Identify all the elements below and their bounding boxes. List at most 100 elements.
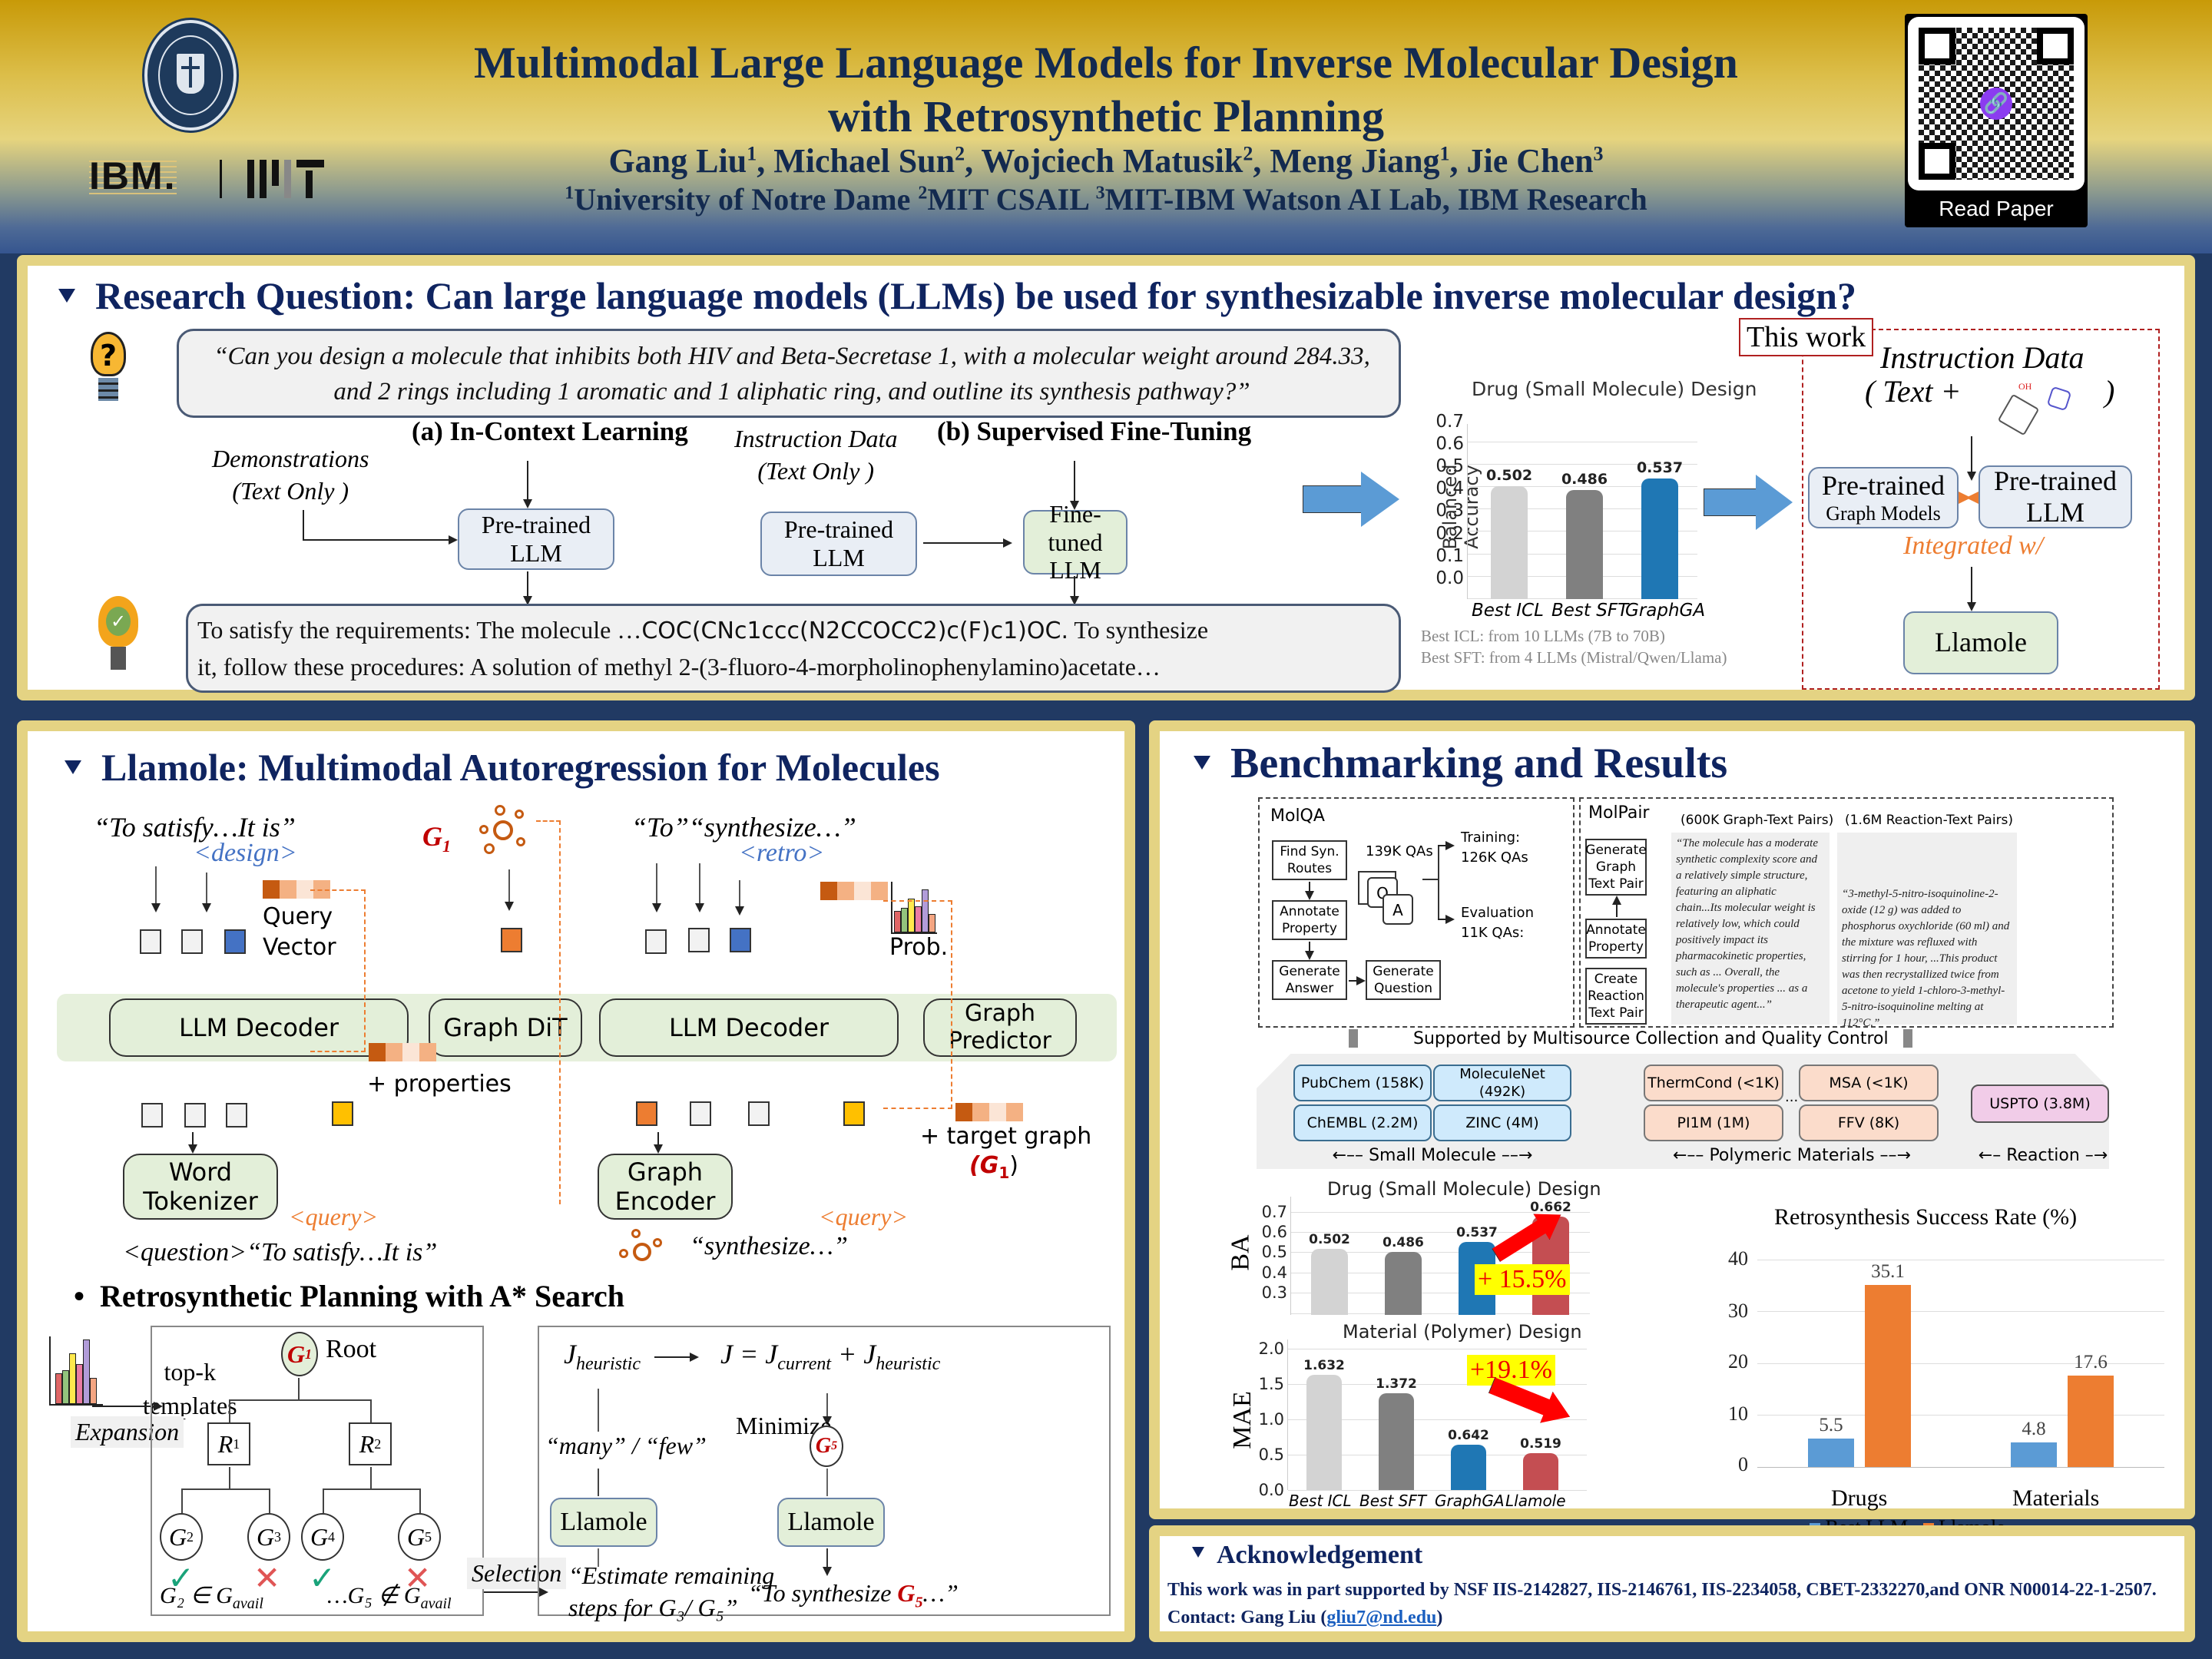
qr-code-link[interactable]: 🔗 Read Paper <box>1905 14 2088 227</box>
author-list: Gang Liu1, Michael Sun2, Wojciech Matusi… <box>608 142 1604 180</box>
astar-box: Jheuristic J = Jcurrent + Jheuristic “ma… <box>538 1326 1111 1621</box>
answer-text: To satisfy the requirements: The molecul… <box>197 616 1209 680</box>
selection-label: Selection <box>467 1558 567 1589</box>
bar-graphga <box>1641 478 1678 599</box>
molecule-graph-icon <box>619 1229 665 1275</box>
llamole-box-left: Llamole <box>550 1498 657 1547</box>
research-question-panel: Research Question: Can large language mo… <box>17 255 2195 700</box>
icl-input-arrow <box>523 461 532 508</box>
retro-chart-plot: 5.5 35.1 4.8 17.6 <box>1757 1260 2164 1468</box>
check-icon: ✓ <box>309 1559 336 1597</box>
section-title: Llamole: Multimodal Autoregression for M… <box>65 745 940 790</box>
author-name: Jie Chen <box>1466 142 1594 180</box>
demonstrations-label: Demonstrations(Text Only ) <box>212 445 369 505</box>
author-name: Meng Jiang <box>1270 142 1440 180</box>
right-arrow-icon <box>1704 475 1794 530</box>
chart-title: Drug (Small Molecule) Design <box>1472 378 1757 400</box>
contact-email-link[interactable]: gliu7@nd.edu <box>1326 1608 1437 1628</box>
molecule-graph-icon <box>478 805 528 856</box>
up-arrow-icon <box>1903 1029 1912 1048</box>
check-icon: ✓ <box>167 1559 195 1597</box>
affiliation-list: 1University of Notre Dame 2MIT CSAIL 3MI… <box>565 182 1647 217</box>
sft-heading: (b) Supervised Fine-Tuning <box>937 416 1252 446</box>
molpair-box: MolPair Generate Graph Text Pair Annotat… <box>1579 797 2114 1029</box>
llamole-box-right: Llamole <box>777 1498 885 1547</box>
mit-logo <box>247 160 326 198</box>
oxygen-label: OH <box>2018 381 2032 392</box>
section-title: Acknowledgement <box>1192 1541 1422 1570</box>
author-name: Michael Sun <box>773 142 955 180</box>
qa-chat-icon: Q A <box>1358 871 1419 932</box>
collapse-triangle-icon[interactable] <box>58 288 75 303</box>
collapse-triangle-icon[interactable] <box>65 760 81 774</box>
llm-decoder-box-2: LLM Decoder <box>599 998 899 1057</box>
sft-output-arrow <box>1070 576 1079 605</box>
up-arrow-icon <box>1349 1029 1358 1048</box>
bar-best-icl <box>1491 486 1528 599</box>
chart-plot-area: 0.502 0.486 0.537 <box>1467 424 1697 599</box>
mae-chart-plot: 1.632 1.372 0.642 0.519 <box>1287 1339 1587 1491</box>
probability-histogram-icon <box>891 882 937 934</box>
poster-title-line1: Multimodal Large Language Models for Inv… <box>474 38 1738 88</box>
link-icon: 🔗 <box>1980 88 2012 120</box>
demo-connector <box>303 510 304 541</box>
poster-header: IBM. Multimodal Large Language Models fo… <box>0 0 2212 253</box>
finetune-arrow <box>923 538 1012 548</box>
logo-divider <box>220 160 222 198</box>
notre-dame-seal-logo <box>144 20 237 131</box>
g1-dashed-line <box>536 820 561 1204</box>
footnote-sft: Best SFT: from 4 LLMs (Mistral/Qwen/Llam… <box>1421 648 1727 667</box>
question-bubble: “Can you design a molecule that inhibits… <box>177 329 1401 418</box>
collapse-triangle-icon[interactable] <box>1192 1547 1204 1558</box>
expansion-label: Expansion <box>71 1416 184 1448</box>
question-lightbulb-icon: ? <box>88 332 129 412</box>
read-paper-label: Read Paper <box>1939 197 2054 220</box>
footnote-icl: Best ICL: from 10 LLMs (7B to 70B) <box>1421 627 1665 645</box>
ba-improvement-badge: + 15.5% <box>1475 1264 1570 1295</box>
cross-icon: ✕ <box>404 1559 432 1597</box>
answer-lightbulb-icon: ✓ <box>95 593 141 677</box>
section-title: Benchmarking and Results <box>1194 739 1727 788</box>
author-name: Wojciech Matusik <box>981 142 1243 180</box>
answer-bubble: To satisfy the requirements: The molecul… <box>186 604 1401 693</box>
graph-dit-box: Graph DiT <box>429 998 582 1057</box>
author-name: Gang Liu <box>608 142 747 180</box>
bullet-icon: • <box>74 1279 101 1313</box>
demo-arrow <box>303 535 458 545</box>
astar-formula: J = Jcurrent + Jheuristic <box>720 1339 941 1375</box>
llm-decoder-box: LLM Decoder <box>109 998 409 1057</box>
answer-smiles: COC(CNc1ccc(N2CCOCC2)c(F)c1)OC. <box>641 618 1068 644</box>
acknowledgement-text: This work was in part supported by NSF I… <box>1167 1580 2157 1628</box>
instruction-data-label: Instruction Data(Text Only ) <box>734 425 898 485</box>
sft-input-arrow <box>1070 461 1079 510</box>
reaction-text-sample: “3-methyl-5-nitro-isoquinoline-2-oxide (… <box>1837 833 2017 1029</box>
llamole-box: Llamole <box>1903 611 2058 674</box>
bridge-connector <box>1959 492 1979 504</box>
collapse-triangle-icon[interactable] <box>1194 756 1210 770</box>
check-icon: ✓ <box>106 607 131 636</box>
properties-dashed-line <box>310 889 366 1052</box>
this-work-box: This work Instruction Data ( Text + OH )… <box>1739 318 2160 690</box>
graph-text-sample: “The molecule has a moderate synthetic c… <box>1671 833 1830 1025</box>
retro-heading: • Retrosynthetic Planning with A* Search <box>74 1279 625 1313</box>
molecule-structure-icon: OH <box>1995 381 2080 436</box>
right-arrow-icon <box>1303 472 1402 527</box>
molqa-box: MolQA Find Syn. Routes Annotate Property… <box>1258 797 1575 1028</box>
benchmark-panel: Benchmarking and Results MolQA Find Syn.… <box>1149 720 2195 1538</box>
